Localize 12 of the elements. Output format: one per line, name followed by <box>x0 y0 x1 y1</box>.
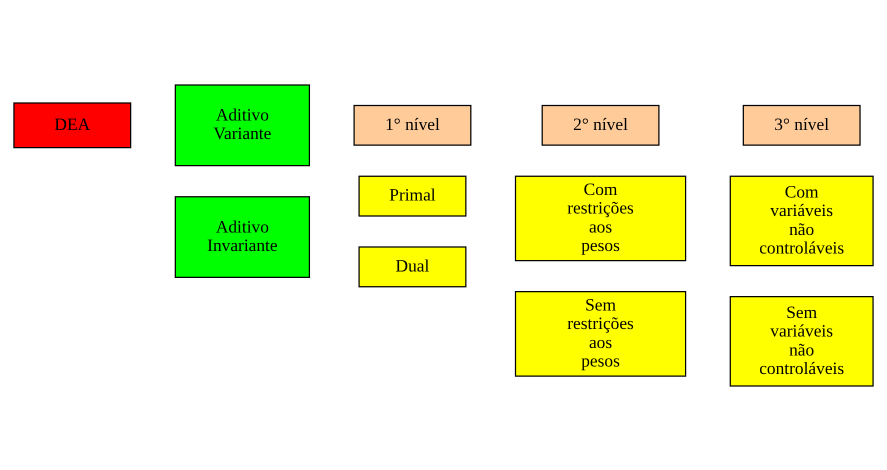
node-box: Aditivo Invariante <box>174 196 310 278</box>
node-box: Aditivo Variante <box>174 84 310 166</box>
node-box: 3° nível <box>742 104 861 146</box>
node-box: Com variáveis não controláveis <box>730 175 874 266</box>
node-box: Dual <box>358 246 466 287</box>
node-box: Primal <box>358 175 466 216</box>
node-box: Sem variáveis não controláveis <box>730 296 874 386</box>
node-box: 1° nível <box>354 104 472 146</box>
node-box: DEA <box>13 102 132 148</box>
node-box: 2° nível <box>542 104 660 146</box>
node-box: Com restrições aos pesos <box>514 175 686 261</box>
node-box: Sem restrições aos pesos <box>514 290 686 376</box>
